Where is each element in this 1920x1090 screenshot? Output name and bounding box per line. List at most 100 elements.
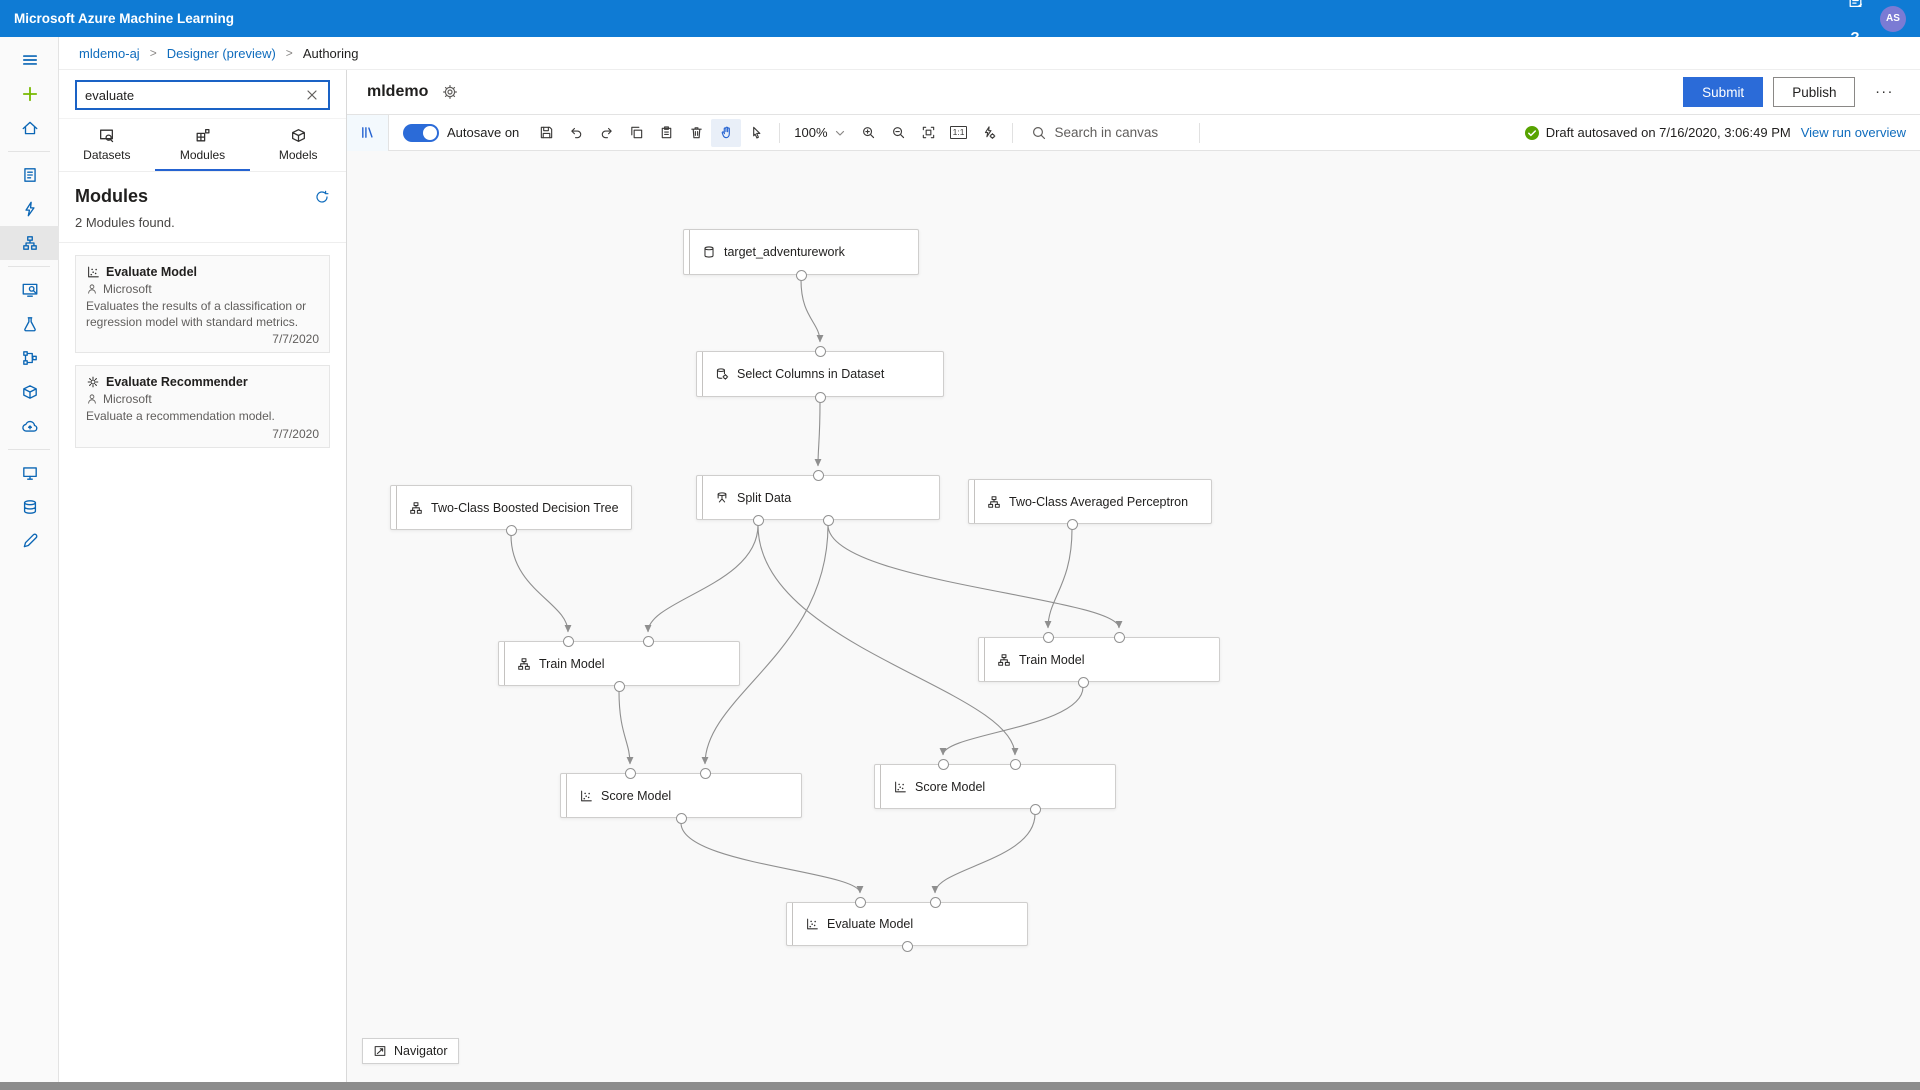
pipeline-node-train-model[interactable]: Train Model bbox=[978, 637, 1220, 682]
output-port[interactable] bbox=[795, 269, 807, 281]
refresh-icon[interactable] bbox=[314, 189, 330, 205]
input-port[interactable] bbox=[812, 469, 824, 481]
paste-icon[interactable] bbox=[651, 119, 681, 147]
output-port[interactable] bbox=[505, 524, 517, 536]
scatter-icon bbox=[86, 265, 100, 279]
window-bottom-strip bbox=[0, 1082, 1920, 1090]
more-options-button[interactable]: ... bbox=[1875, 79, 1894, 97]
sidebar-item-compute[interactable] bbox=[0, 456, 59, 490]
module-card-title: Evaluate Recommender bbox=[106, 375, 248, 390]
view-run-overview-link[interactable]: View run overview bbox=[1800, 125, 1906, 140]
input-port[interactable] bbox=[814, 345, 826, 357]
output-port[interactable] bbox=[1077, 676, 1089, 688]
canvas-search[interactable]: Search in canvas bbox=[1021, 125, 1191, 141]
library-icon[interactable] bbox=[347, 114, 389, 151]
one-to-one-icon[interactable]: 1:1 bbox=[944, 119, 974, 147]
close-icon[interactable] bbox=[304, 87, 320, 103]
select-tool-icon[interactable] bbox=[741, 119, 771, 147]
sidebar-item-datasets-nav[interactable] bbox=[0, 273, 59, 307]
tab-modules[interactable]: Modules bbox=[154, 119, 251, 171]
input-port[interactable] bbox=[624, 767, 636, 779]
tab-datasets[interactable]: Datasets bbox=[59, 119, 155, 171]
zoom-out-icon[interactable] bbox=[884, 119, 914, 147]
pipeline-node-evaluate-model[interactable]: Evaluate Model bbox=[786, 902, 1028, 946]
zoom-in-icon[interactable] bbox=[854, 119, 884, 147]
notes-icon[interactable] bbox=[1838, 0, 1872, 19]
lightning-gear-icon[interactable] bbox=[974, 119, 1004, 147]
zoom-level-dropdown[interactable]: 100% bbox=[788, 125, 853, 141]
module-card-publisher: Microsoft bbox=[86, 282, 319, 296]
sidebar-item-endpoints[interactable] bbox=[0, 409, 59, 443]
input-port[interactable] bbox=[1042, 631, 1054, 643]
breadcrumb-designer-link[interactable]: Designer (preview) bbox=[166, 45, 276, 61]
module-card-description: Evaluate a recommendation model. bbox=[86, 409, 275, 424]
input-port[interactable] bbox=[699, 767, 711, 779]
copy-icon[interactable] bbox=[621, 119, 651, 147]
tab-models[interactable]: Models bbox=[250, 119, 346, 171]
pipeline-node-split-data[interactable]: Split Data bbox=[696, 475, 940, 520]
output-port[interactable] bbox=[752, 514, 764, 526]
help-icon[interactable]: ? bbox=[1850, 28, 1860, 46]
breadcrumb-workspace-link[interactable]: mldemo-aj bbox=[79, 45, 140, 61]
sidebar-divider bbox=[8, 266, 50, 267]
sidebar-item-hamburger[interactable] bbox=[0, 43, 59, 77]
module-search-box[interactable] bbox=[75, 80, 330, 110]
pan-tool-icon[interactable] bbox=[711, 118, 742, 147]
fit-to-screen-icon[interactable] bbox=[914, 119, 944, 147]
output-port[interactable] bbox=[613, 680, 625, 692]
sidebar-item-notebook[interactable] bbox=[0, 158, 59, 192]
pipeline-node-train-model[interactable]: Train Model bbox=[498, 641, 740, 686]
output-port[interactable] bbox=[675, 812, 687, 824]
breadcrumb-separator: > bbox=[149, 46, 157, 60]
input-port[interactable] bbox=[562, 635, 574, 647]
sidebar-item-datastores[interactable] bbox=[0, 490, 59, 524]
module-search-input[interactable] bbox=[85, 87, 304, 103]
sidebar-item-plus[interactable] bbox=[0, 77, 59, 111]
node-label: Split Data bbox=[737, 490, 792, 505]
delete-icon[interactable] bbox=[681, 119, 711, 147]
autosave-toggle[interactable] bbox=[403, 123, 439, 142]
output-port[interactable] bbox=[814, 391, 826, 403]
pipeline-node-score-model[interactable]: Score Model bbox=[874, 764, 1116, 809]
output-port[interactable] bbox=[1029, 803, 1041, 815]
input-port[interactable] bbox=[1113, 631, 1125, 643]
sidebar-item-experiments[interactable] bbox=[0, 307, 59, 341]
input-port[interactable] bbox=[929, 896, 941, 908]
output-port[interactable] bbox=[822, 514, 834, 526]
hierarchy-icon bbox=[987, 495, 1001, 509]
node-label: Train Model bbox=[539, 656, 605, 671]
submit-button[interactable]: Submit bbox=[1683, 77, 1764, 107]
redo-icon[interactable] bbox=[591, 119, 621, 147]
pipeline-edge bbox=[510, 534, 572, 633]
pipeline-node-score-model[interactable]: Score Model bbox=[560, 773, 802, 818]
sidebar-item-designer[interactable] bbox=[0, 226, 59, 260]
sidebar-item-automl[interactable] bbox=[0, 192, 59, 226]
pipeline-node-two-class-boosted-decision-tree[interactable]: Two-Class Boosted Decision Tree bbox=[390, 485, 632, 530]
output-port[interactable] bbox=[1066, 518, 1078, 530]
sidebar-item-pipelines[interactable] bbox=[0, 341, 59, 375]
input-port[interactable] bbox=[642, 635, 654, 647]
sidebar-item-labeling[interactable] bbox=[0, 524, 59, 558]
avatar[interactable]: AS bbox=[1880, 5, 1906, 32]
publish-button[interactable]: Publish bbox=[1773, 77, 1856, 107]
save-icon[interactable] bbox=[531, 119, 561, 147]
input-port[interactable] bbox=[937, 758, 949, 770]
input-port[interactable] bbox=[1009, 758, 1021, 770]
pipeline-node-select-columns-in-dataset[interactable]: Select Columns in Dataset bbox=[696, 351, 944, 397]
sidebar-item-models-nav[interactable] bbox=[0, 375, 59, 409]
sidebar-item-home[interactable] bbox=[0, 111, 59, 145]
navigator-button[interactable]: Navigator bbox=[362, 1038, 459, 1064]
node-label: target_adventurework bbox=[724, 245, 845, 259]
pipeline-node-two-class-averaged-perceptron[interactable]: Two-Class Averaged Perceptron bbox=[968, 479, 1212, 524]
pipeline-settings-gear-icon[interactable] bbox=[442, 84, 458, 100]
input-port[interactable] bbox=[854, 896, 866, 908]
undo-icon[interactable] bbox=[561, 119, 591, 147]
modules-count: 2 Modules found. bbox=[59, 209, 346, 243]
output-port[interactable] bbox=[901, 940, 913, 952]
tab-label: Datasets bbox=[83, 148, 131, 162]
models-tab-icon bbox=[290, 127, 307, 144]
pipeline-node-target-adventurework[interactable]: target_adventurework bbox=[683, 229, 919, 275]
